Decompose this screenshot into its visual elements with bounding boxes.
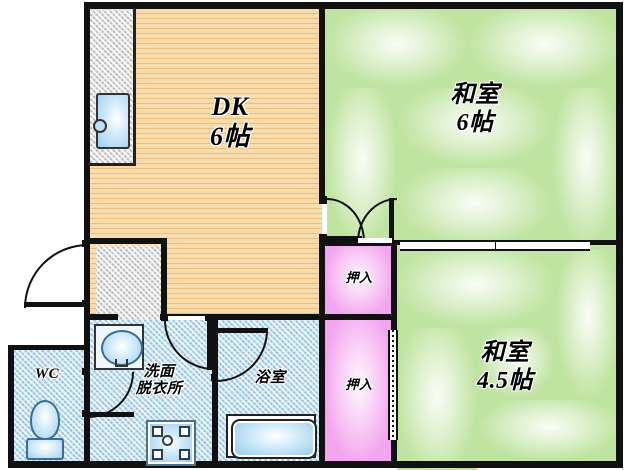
pan-corner bbox=[152, 449, 163, 460]
pan-corner bbox=[179, 449, 190, 460]
exterior-wall-left-upper bbox=[84, 2, 90, 242]
tatami-mat bbox=[399, 168, 551, 246]
wall-dk-closet bbox=[319, 240, 325, 468]
tatami-mat bbox=[397, 250, 554, 326]
pan-corner bbox=[152, 426, 163, 437]
wall-entry-right bbox=[161, 238, 167, 320]
entrance-door-hinge bbox=[82, 240, 89, 247]
wc-door-hinge bbox=[82, 368, 89, 375]
wall-opening bbox=[358, 238, 392, 243]
tatami-mat bbox=[327, 10, 467, 86]
closet-upper-floor bbox=[325, 245, 393, 317]
bath-door-leaf[interactable] bbox=[216, 328, 268, 333]
exterior-wall-right bbox=[616, 2, 623, 468]
entrance-door-leaf[interactable] bbox=[24, 302, 88, 307]
exterior-wall-bottom bbox=[8, 461, 623, 468]
faucet-icon bbox=[93, 118, 107, 133]
wall-dk-washitsu6 bbox=[319, 2, 325, 202]
senmen-door-leaf[interactable] bbox=[207, 320, 212, 370]
entrance-door-jamb bbox=[82, 300, 89, 307]
wall-closet-divider bbox=[319, 314, 397, 320]
wc-door-leaf[interactable] bbox=[88, 412, 134, 417]
pan-drain-icon bbox=[162, 435, 173, 446]
tatami-mat bbox=[553, 88, 620, 246]
double-door-hinge-right bbox=[319, 234, 327, 242]
wall-kitchen-counter-bottom bbox=[88, 163, 136, 166]
toilet-tank bbox=[26, 438, 64, 460]
kitchen-sink bbox=[93, 93, 130, 149]
entrance-door-swing[interactable] bbox=[24, 244, 88, 308]
bathtub bbox=[231, 419, 317, 459]
sliding-door-seam bbox=[495, 242, 496, 249]
exterior-wall-top bbox=[84, 2, 622, 9]
washitsu-sliding-door[interactable] bbox=[400, 240, 590, 251]
tatami-mat bbox=[556, 250, 620, 398]
wall-washitsu6-bottom-left bbox=[319, 240, 397, 246]
wall-dk-wet-zone bbox=[160, 314, 322, 320]
double-door-hinge-left bbox=[319, 196, 327, 204]
bath-door-jamb bbox=[211, 374, 218, 381]
washbasin-bowl bbox=[101, 330, 143, 366]
washer-pan bbox=[146, 420, 196, 466]
wall-senmen-bath bbox=[212, 314, 218, 468]
tatami-mat bbox=[479, 400, 620, 460]
wall-closet-right-upper bbox=[391, 240, 397, 320]
wc-door-jamb bbox=[82, 410, 89, 417]
closet-lower-floor bbox=[325, 320, 393, 462]
tatami-mat bbox=[479, 328, 554, 398]
exterior-wall-left-lower bbox=[8, 345, 14, 468]
washbasin-faucet-icon bbox=[115, 359, 128, 367]
double-door-opening bbox=[322, 200, 327, 242]
bathtub-surround bbox=[226, 414, 317, 459]
senmen-door-opening bbox=[164, 316, 212, 320]
wall-kitchen-counter bbox=[133, 8, 136, 166]
tatami-mat bbox=[397, 328, 477, 470]
wall-entry-senmen bbox=[84, 314, 118, 320]
exterior-wall-entrance-left bbox=[8, 345, 90, 350]
double-door-left-leaf[interactable] bbox=[324, 236, 362, 241]
bath-door-hinge bbox=[211, 326, 218, 333]
double-door-right-leaf[interactable] bbox=[389, 198, 394, 242]
tatami-mat bbox=[469, 10, 620, 86]
washbasin-counter bbox=[94, 324, 144, 370]
pan-corner bbox=[179, 426, 190, 437]
senmen-door-hinge bbox=[161, 314, 168, 321]
wall-entry-top bbox=[90, 238, 167, 244]
toilet-bowl bbox=[30, 400, 60, 440]
entrance-tile-area bbox=[96, 245, 166, 320]
tatami-mat bbox=[399, 88, 551, 166]
wall-wc-right bbox=[84, 345, 90, 468]
closet-sliding-door[interactable] bbox=[388, 330, 398, 440]
senmen-door-jamb bbox=[205, 314, 212, 321]
